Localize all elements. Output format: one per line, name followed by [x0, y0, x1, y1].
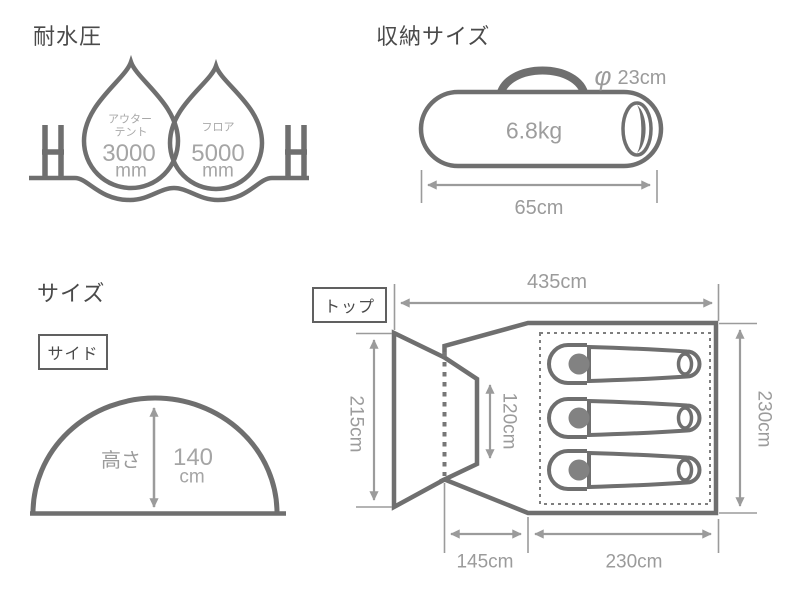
flap-width-label: 215cm: [345, 395, 367, 453]
packed-size-diagram: [418, 66, 664, 203]
total-length-label: 435cm: [526, 271, 588, 293]
outer-tent-label-line2: テント: [114, 126, 148, 139]
top-view-diagram: [356, 284, 757, 553]
side-view-tag: サイド: [38, 334, 108, 370]
dim-435cm: [393, 284, 720, 330]
floor-value: 5000: [191, 140, 245, 167]
bag-opening: [621, 101, 653, 157]
h-bracket-right-icon: [285, 125, 307, 178]
water-resistance-diagram: [29, 54, 309, 203]
bag-weight: 6.8kg: [505, 117, 563, 144]
dim-215cm: [356, 332, 392, 508]
top-view-tag-label: トップ: [323, 299, 375, 316]
water-drop-left-icon: [81, 54, 181, 191]
side-view-diagram: [30, 395, 286, 516]
floor-label: フロア: [201, 121, 235, 134]
dim-230cm-bottom: [534, 519, 720, 553]
size-heading: サイズ: [37, 281, 106, 306]
outer-tent-value: 3000: [102, 140, 156, 167]
bag-handle: [496, 66, 589, 98]
floor-unit: mm: [202, 160, 234, 182]
height-value: 140: [172, 444, 214, 471]
sleeping-bag-icon: [547, 343, 702, 385]
height-unit: cm: [179, 466, 205, 488]
inner-tent-dotted-rect: [539, 332, 711, 505]
door-height-label: 120cm: [498, 392, 520, 450]
bag-length: 65cm: [514, 197, 564, 219]
dome-outline: [30, 395, 280, 514]
water-resistance-heading: 耐水圧: [33, 24, 103, 49]
tent-flap-outline: [391, 329, 446, 511]
inner-width-label: 230cm: [753, 390, 775, 448]
sleeping-bag-icon: [547, 397, 702, 439]
water-drop-right-icon: [167, 58, 265, 192]
height-label: 高さ: [101, 450, 141, 472]
dim-230cm-right: [719, 322, 757, 514]
outer-tent-unit: mm: [115, 160, 147, 182]
outer-tent-label-line1: アウター: [108, 113, 152, 126]
top-view-tag: トップ: [312, 287, 387, 323]
ground-line: [29, 175, 309, 203]
tent-flap-fill: [394, 333, 445, 507]
inner-depth-label: 230cm: [605, 551, 663, 573]
vestibule-depth-label: 145cm: [456, 551, 514, 573]
bag-outline: [418, 89, 664, 169]
diameter-symbol: φ: [594, 61, 612, 91]
sleeping-bag-icon: [547, 449, 702, 491]
diameter-value: 23cm: [617, 67, 667, 89]
dim-145cm: [443, 483, 529, 553]
packed-size-heading: 収納サイズ: [376, 24, 491, 49]
dim-65cm: [420, 170, 658, 203]
h-bracket-left-icon: [42, 125, 64, 178]
side-view-tag-label: サイド: [47, 346, 99, 363]
bag-opening-shade: [637, 105, 646, 153]
